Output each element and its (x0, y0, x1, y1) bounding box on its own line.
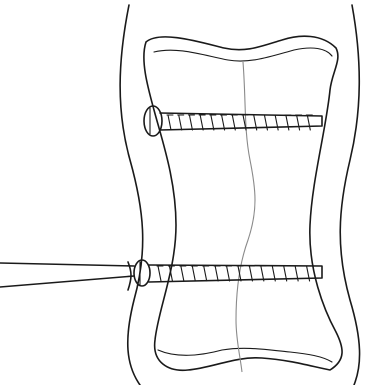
lower-thread-1 (157, 266, 163, 281)
articular-rim-bottom (158, 348, 332, 362)
bone-outline (144, 36, 342, 370)
screwdriver-shaft (0, 263, 134, 287)
upper-thread-1 (167, 115, 173, 130)
lower-thread-9 (248, 266, 254, 281)
fracture-line (236, 62, 255, 372)
lower-thread-3 (180, 266, 186, 281)
upper-thread-13 (296, 115, 302, 130)
upper-screw (144, 106, 322, 136)
upper-thread-2 (178, 115, 184, 130)
lower-screw (0, 260, 322, 290)
upper-thread-14 (306, 115, 312, 130)
soft-tissue-left-outline (120, 5, 143, 385)
lower-thread-7 (226, 266, 232, 281)
upper-thread-4 (199, 115, 205, 130)
lower-thread-4 (191, 266, 197, 281)
upper-screw-head (144, 106, 162, 136)
lower-thread-6 (214, 266, 220, 281)
upper-thread-12 (285, 115, 291, 130)
upper-thread-5 (210, 115, 216, 130)
soft-tissue-right-outline (340, 5, 359, 385)
lower-screw-shaft (149, 265, 322, 282)
lower-thread-5 (203, 266, 209, 281)
upper-thread-3 (188, 115, 194, 130)
